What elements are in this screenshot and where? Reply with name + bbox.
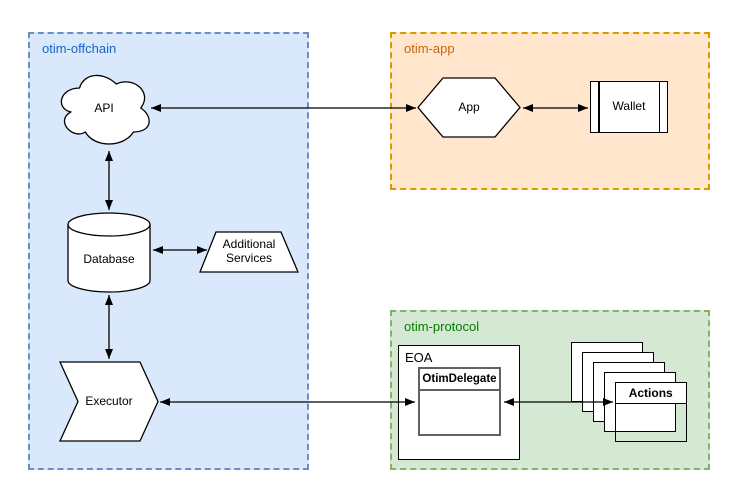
trapezoid-shape	[199, 231, 299, 273]
node-otim-delegate-label: OtimDelegate	[420, 369, 499, 391]
node-wallet-label: Wallet	[612, 99, 646, 114]
node-api: API	[54, 67, 154, 149]
container-otim-offchain-label: otim-offchain	[42, 41, 117, 56]
cloud-shape	[60, 74, 150, 145]
actions-stack-front-rect: Actions	[614, 381, 687, 442]
node-wallet: Wallet	[590, 81, 668, 133]
wallet-right-bar	[658, 82, 660, 132]
node-app: App	[417, 77, 521, 138]
node-additional-services: Additional Services	[199, 231, 299, 273]
node-actions: Actions	[571, 342, 689, 443]
node-executor: Executor	[59, 361, 159, 442]
node-database: Database	[67, 212, 151, 293]
node-actions-label: Actions	[614, 381, 687, 404]
node-otim-delegate: OtimDelegate	[418, 367, 501, 436]
hexagon-shape	[417, 77, 521, 138]
container-otim-app-label: otim-app	[404, 41, 455, 56]
node-eoa-label: EOA	[405, 350, 433, 365]
cylinder-shape	[67, 212, 151, 293]
wallet-left-bar	[598, 82, 600, 132]
step-arrow-shape	[59, 361, 159, 442]
container-otim-protocol-label: otim-protocol	[404, 319, 480, 334]
